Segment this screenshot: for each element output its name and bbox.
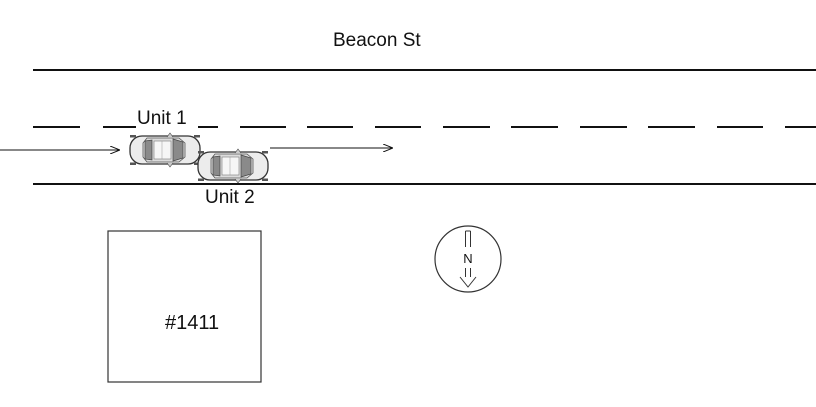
building-outline bbox=[107, 230, 262, 383]
north-arrow-icon: N bbox=[434, 225, 502, 293]
street-name-label: Beacon St bbox=[333, 30, 421, 51]
unit1-car-icon bbox=[129, 132, 201, 168]
unit1-label: Unit 1 bbox=[137, 108, 187, 129]
unit2-car-icon bbox=[197, 148, 269, 184]
unit2-label: Unit 2 bbox=[205, 187, 255, 208]
building-label: #1411 bbox=[165, 312, 220, 334]
compass-label: N bbox=[463, 251, 472, 266]
